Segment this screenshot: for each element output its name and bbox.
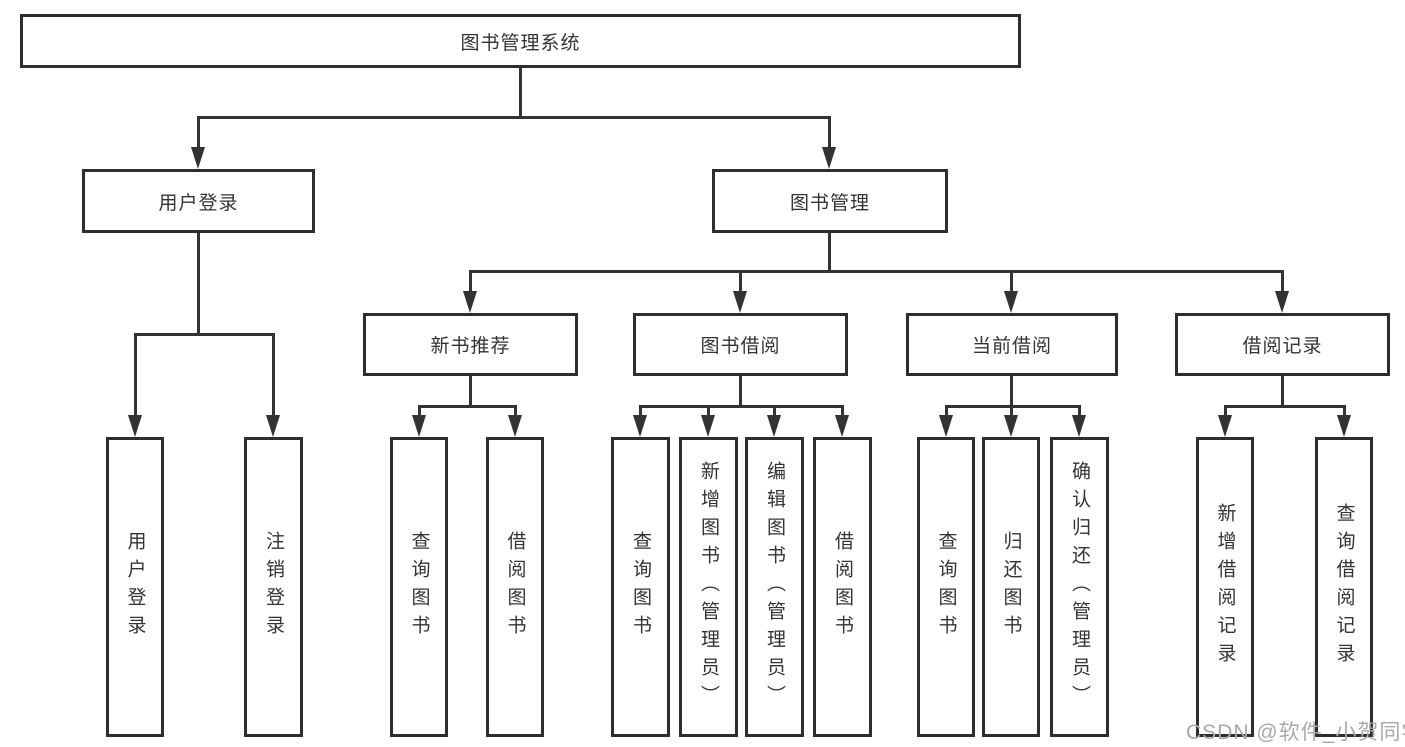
node-label: 图书管理 [789, 192, 870, 214]
node-label: 用户登录 [124, 531, 146, 643]
leaf-borrow-books: 借阅图书 [813, 437, 872, 737]
connector-line [1010, 270, 1013, 294]
connector-arrowhead [835, 415, 849, 437]
node-label: 查询借阅记录 [1333, 503, 1355, 671]
connector-arrowhead [633, 415, 647, 437]
leaf-add-borrow-record: 新增借阅记录 [1196, 437, 1254, 737]
connector-arrowhead [463, 291, 477, 313]
connector-line [639, 405, 844, 408]
connector-arrowhead [1072, 415, 1086, 437]
connector-arrowhead [266, 415, 280, 437]
connector-line [1281, 375, 1284, 408]
node-label: 查询图书 [408, 531, 430, 643]
connector-line [134, 333, 137, 418]
connector-line [828, 116, 831, 150]
node-label: 新书推荐 [430, 336, 511, 357]
connector-line [945, 405, 1081, 408]
node-label: 用户登录 [158, 192, 239, 214]
node-borrowing-records: 借阅记录 [1175, 313, 1390, 376]
node-label: 图书管理系统 [460, 32, 581, 54]
node-current-borrowing: 当前借阅 [906, 313, 1118, 376]
node-user-login: 用户登录 [82, 169, 315, 233]
node-label: 查询图书 [935, 531, 957, 643]
connector-arrowhead [128, 415, 142, 437]
connector-line [1010, 375, 1013, 408]
connector-line [1224, 405, 1227, 417]
leaf-query-books-borrow: 查询图书 [611, 437, 670, 737]
connector-line [841, 405, 844, 417]
leaf-user-login: 用户登录 [106, 437, 164, 737]
connector-arrowhead [1218, 415, 1232, 437]
connector-line [739, 270, 742, 294]
node-label: 借阅记录 [1242, 336, 1323, 357]
leaf-return-books: 归还图书 [982, 437, 1040, 737]
node-label: 新增图书（管理员） [698, 461, 719, 713]
connector-line [134, 333, 275, 336]
connector-line [197, 116, 200, 150]
connector-line [519, 67, 522, 118]
leaf-add-books-admin: 新增图书（管理员） [679, 437, 738, 737]
node-label: 确认归还（管理员） [1069, 461, 1090, 713]
leaf-logout-login: 注销登录 [244, 437, 303, 737]
connector-arrowhead [822, 147, 836, 169]
watermark: CSDN @软件_小贺同学 [1186, 721, 1405, 744]
connector-arrowhead [1004, 291, 1018, 313]
leaf-query-books-current: 查询图书 [917, 437, 975, 737]
node-book-borrowing: 图书借阅 [633, 313, 848, 376]
connector-line [639, 405, 642, 417]
connector-line [418, 405, 421, 417]
connector-arrowhead [1337, 415, 1351, 437]
connector-line [197, 116, 831, 119]
node-label: 注销登录 [263, 531, 284, 643]
connector-arrowhead [1004, 415, 1018, 437]
connector-arrowhead [767, 415, 781, 437]
connector-arrowhead [701, 415, 715, 437]
leaf-borrow-books-recommend: 借阅图书 [486, 437, 544, 737]
connector-line [945, 405, 948, 417]
connector-line [1010, 405, 1013, 417]
node-label: 查询图书 [630, 531, 651, 643]
connector-line [272, 333, 275, 418]
connector-line [739, 375, 742, 408]
node-label: 当前借阅 [971, 336, 1052, 357]
leaf-query-borrow-record: 查询借阅记录 [1315, 437, 1373, 737]
node-label: 图书借阅 [700, 336, 781, 357]
connector-line [1281, 270, 1284, 294]
connector-line [418, 405, 517, 408]
connector-arrowhead [733, 291, 747, 313]
connector-arrowhead [939, 415, 953, 437]
connector-line [469, 270, 472, 294]
connector-line [828, 233, 831, 273]
connector-line [1343, 405, 1346, 417]
node-label: 借阅图书 [832, 531, 853, 643]
node-label: 借阅图书 [504, 531, 526, 643]
node-label: 新增借阅记录 [1214, 503, 1236, 671]
connector-line [469, 375, 472, 408]
node-new-book-recommendation: 新书推荐 [363, 313, 578, 376]
node-label: 编辑图书（管理员） [764, 461, 785, 713]
connector-arrowhead [508, 415, 522, 437]
leaf-confirm-return-admin: 确认归还（管理员） [1050, 437, 1109, 737]
node-book-management: 图书管理 [712, 169, 948, 233]
connector-line [197, 233, 200, 336]
connector-line [1078, 405, 1081, 417]
connector-line [514, 405, 517, 417]
leaf-query-books-recommend: 查询图书 [390, 437, 448, 737]
connector-arrowhead [1275, 291, 1289, 313]
leaf-edit-books-admin: 编辑图书（管理员） [745, 437, 804, 737]
connector-line [469, 270, 1283, 273]
node-label: 归还图书 [1000, 531, 1022, 643]
connector-line [773, 405, 776, 417]
connector-arrowhead [191, 147, 205, 169]
connector-line [1224, 405, 1346, 408]
connector-line [707, 405, 710, 417]
connector-arrowhead [412, 415, 426, 437]
node-library-management-system: 图书管理系统 [20, 14, 1021, 68]
